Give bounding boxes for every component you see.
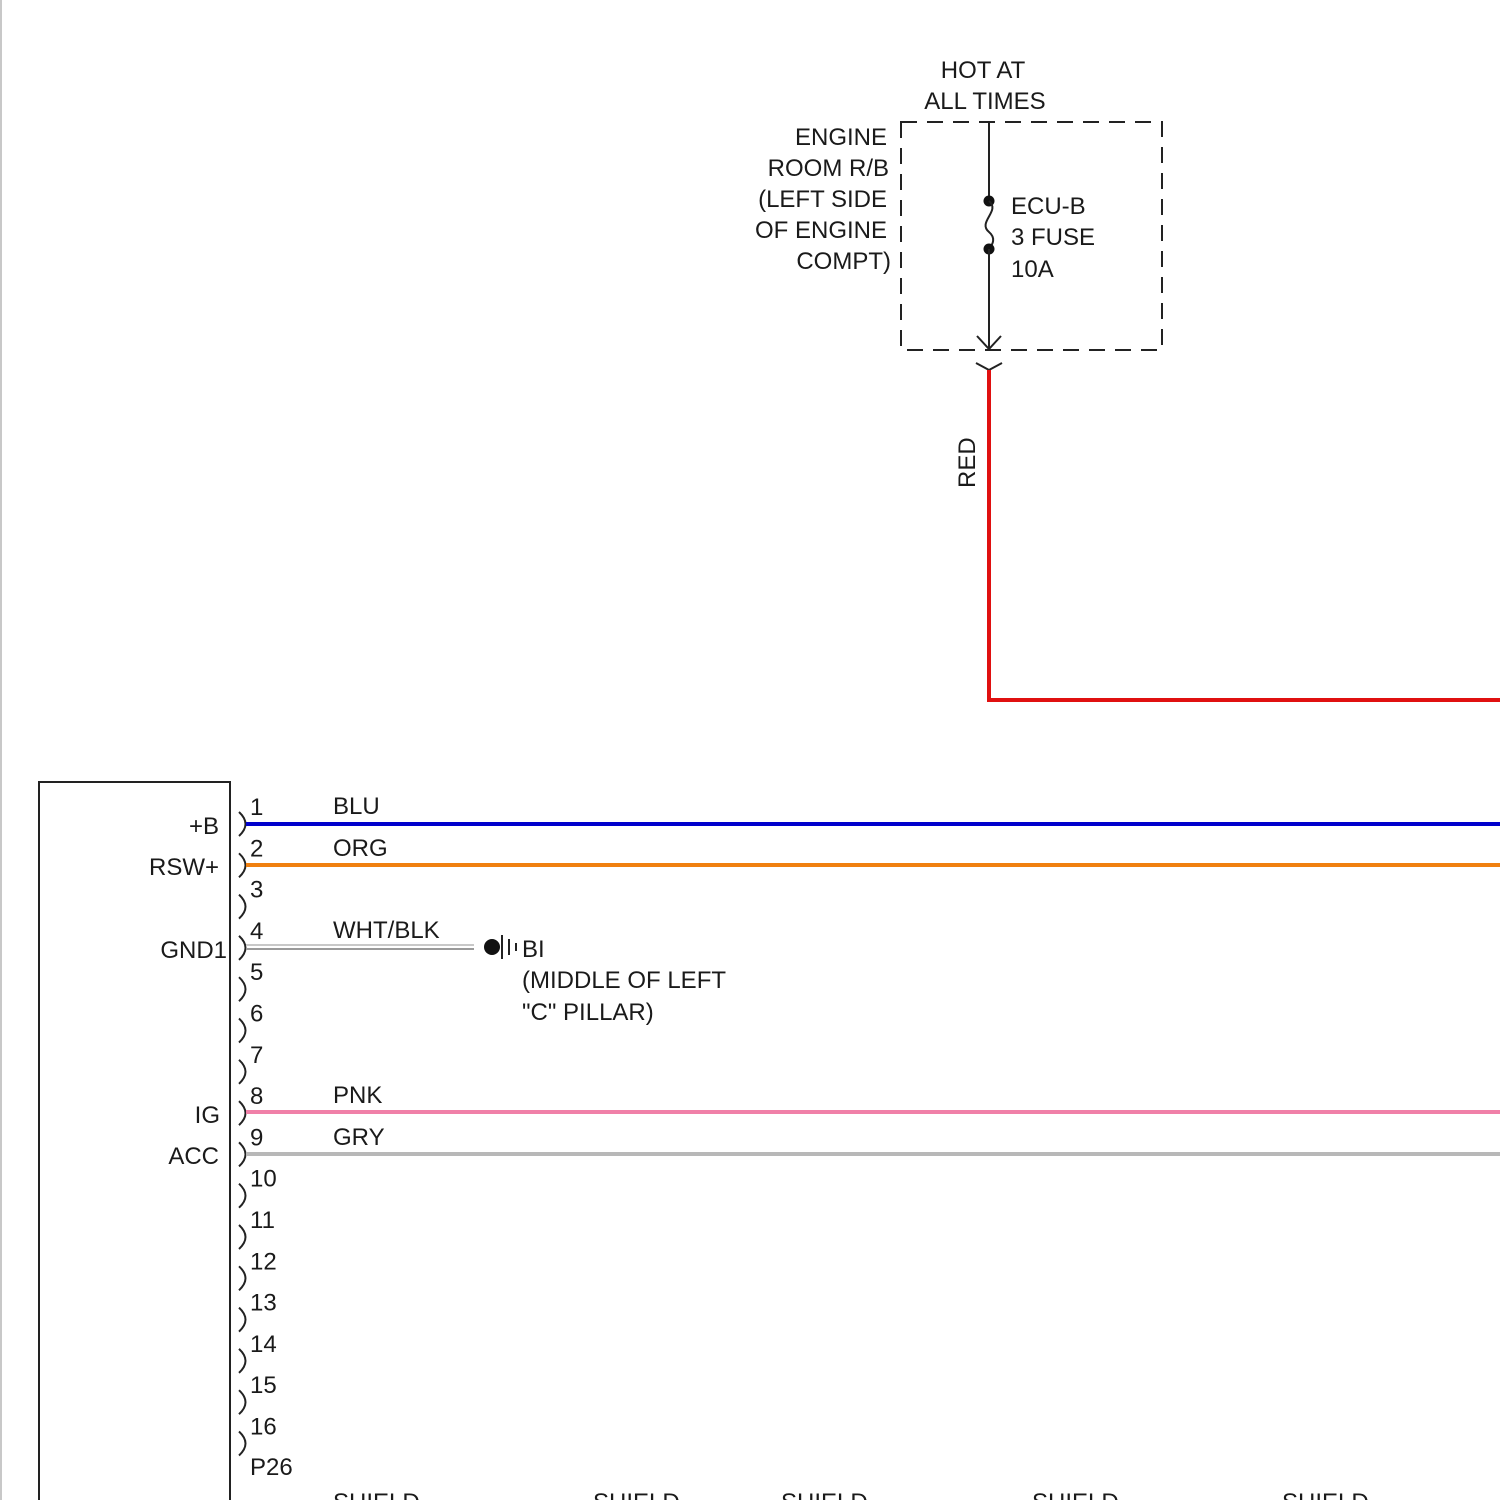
connector-pin-bracket <box>239 1101 246 1125</box>
fuse-rating: 10A <box>1011 256 1054 283</box>
fuse-box-location-line: (LEFT SIDE <box>758 186 887 213</box>
pnk-wire-label: PNK <box>333 1082 382 1109</box>
connector-pin-number: 10 <box>250 1166 277 1193</box>
wht-blk-wire-label: WHT/BLK <box>333 917 440 944</box>
ground-splice-dot <box>484 939 500 955</box>
fuse-number: 3 FUSE <box>1011 224 1095 251</box>
gry-wire-label: GRY <box>333 1124 385 1151</box>
pin-label-ig: IG <box>195 1102 220 1129</box>
pin-function-labels: +B RSW+ GND1 IG ACC <box>149 813 227 1170</box>
blu-wire-label: BLU <box>333 793 380 820</box>
org-wire: ORG <box>246 835 1500 865</box>
ground-name: BI <box>522 936 545 963</box>
fuse-box-location-line: COMPT) <box>796 248 891 275</box>
shield-label: SHIELD <box>1282 1489 1369 1500</box>
pin-label-b-plus: +B <box>189 813 219 840</box>
connector-name: P26 <box>250 1454 293 1481</box>
fuse-box-location-line: ENGINE <box>795 124 887 151</box>
fuse-name: ECU-B <box>1011 193 1086 220</box>
connector-pin-number: 11 <box>250 1207 275 1234</box>
fuse-box: HOT AT ALL TIMES ENGINE ROOM R/B (LEFT S… <box>755 57 1162 370</box>
connector-pin-bracket <box>239 1019 246 1043</box>
connector-pin-number: 8 <box>250 1083 263 1110</box>
connector-pin-bracket <box>239 853 246 877</box>
connector-pin-number: 16 <box>250 1414 277 1441</box>
blu-wire: BLU <box>246 793 1500 824</box>
connector-pin-bracket <box>239 1390 246 1414</box>
fuse-element-icon <box>986 201 994 249</box>
ground-location-line1: (MIDDLE OF LEFT <box>522 967 726 994</box>
pin-label-rsw: RSW+ <box>149 854 219 881</box>
pin-label-acc: ACC <box>168 1143 219 1170</box>
connector-pin-number: 4 <box>250 918 263 945</box>
connector-pin-bracket <box>239 1225 246 1249</box>
connector-pin-bracket <box>239 1142 246 1166</box>
connector-pin-number: 15 <box>250 1372 277 1399</box>
pnk-wire: PNK <box>246 1082 1500 1112</box>
all-times-label: ALL TIMES <box>924 88 1045 115</box>
shield-label: SHIELD <box>1032 1489 1119 1500</box>
shield-label: SHIELD <box>781 1489 868 1500</box>
connector-socket-icon <box>976 363 1002 370</box>
fuse-box-location-line: OF ENGINE <box>755 217 887 244</box>
fuse-box-location-line: ROOM R/B <box>768 155 889 182</box>
connector-pin-bracket <box>239 1308 246 1332</box>
red-wire: RED <box>954 370 1500 700</box>
ground-location-line2: "C" PILLAR) <box>522 999 654 1026</box>
connector-pin-number: 2 <box>250 835 263 862</box>
connector-pin-number: 12 <box>250 1248 277 1275</box>
connector-pin-bracket <box>239 812 246 836</box>
connector-pin-bracket <box>239 1060 246 1084</box>
shield-label: SHIELD <box>593 1489 680 1500</box>
shield-label: SHIELD <box>333 1489 420 1500</box>
connector-pin-bracket <box>239 1266 246 1290</box>
shield-row: SHIELD SHIELD SHIELD SHIELD SHIELD <box>333 1489 1369 1500</box>
wht-blk-wire: WHT/BLK <box>246 917 474 949</box>
gry-wire: GRY <box>246 1124 1500 1154</box>
pin-label-gnd1: GND1 <box>160 937 227 964</box>
red-wire-path <box>989 370 1500 700</box>
connector-pin-number: 9 <box>250 1124 263 1151</box>
connector-pin-bracket <box>239 1432 246 1456</box>
hot-at-label: HOT AT <box>941 57 1026 84</box>
red-wire-label: RED <box>954 437 981 488</box>
connector-pin-bracket <box>239 1184 246 1208</box>
connector-pin-bracket <box>239 936 246 960</box>
connector-pin-number: 5 <box>250 959 263 986</box>
connector-pin-bracket <box>239 895 246 919</box>
connector-pin-bracket <box>239 1349 246 1373</box>
connector-pin-number: 6 <box>250 1001 263 1028</box>
connector-pin-number: 7 <box>250 1042 263 1069</box>
org-wire-label: ORG <box>333 835 388 862</box>
connector-pin-number: 14 <box>250 1331 277 1358</box>
connector-pin-number: 13 <box>250 1290 277 1317</box>
audio-unit-box <box>39 782 230 1500</box>
connector-pin-number: 1 <box>250 794 263 821</box>
ground-bi: BI (MIDDLE OF LEFT "C" PILLAR) <box>484 935 726 1026</box>
connector-pin-number: 3 <box>250 877 263 904</box>
connector-pin-bracket <box>239 977 246 1001</box>
